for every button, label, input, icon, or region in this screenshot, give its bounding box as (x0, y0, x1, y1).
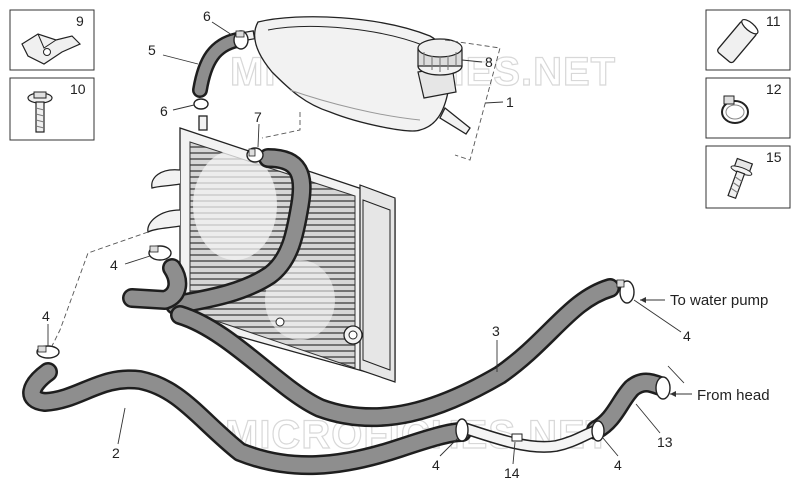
callouts: 1 2 3 4 4 4 4 4 5 6 6 7 8 (42, 8, 770, 481)
hose-clamps (36, 30, 671, 442)
callout-3: 3 (492, 323, 500, 339)
callout-6-top: 6 (203, 8, 211, 24)
part-number-9: 9 (76, 13, 84, 29)
annotation-to-water-pump: To water pump (670, 292, 768, 309)
hoses (22, 32, 670, 476)
part-box-11: 11 (705, 9, 791, 71)
callout-1: 1 (506, 94, 514, 110)
hose-sleeve-icon (717, 18, 759, 64)
part-number-15: 15 (766, 149, 782, 165)
callout-7: 7 (254, 109, 262, 125)
callout-13: 13 (657, 434, 673, 450)
callout-4-left: 4 (110, 257, 118, 273)
callout-4-pipe-left: 4 (432, 457, 440, 473)
part-box-9: 9 (9, 9, 95, 71)
annotation-from-head: From head (697, 387, 770, 404)
callout-4-pipe-right: 4 (614, 457, 622, 473)
tank-cap (417, 38, 463, 76)
bolt-icon (27, 91, 53, 133)
part-number-12: 12 (766, 81, 782, 97)
part-number-10: 10 (70, 81, 86, 97)
screw-icon (727, 157, 754, 200)
part-box-12: 12 (705, 77, 791, 139)
callout-4-water-pump: 4 (683, 328, 691, 344)
callout-14: 14 (504, 465, 520, 481)
callout-8: 8 (485, 54, 493, 70)
callout-2: 2 (112, 445, 120, 461)
clip-nut-icon (21, 33, 82, 65)
dashed-guides (51, 39, 501, 347)
part-box-15: 15 (705, 145, 791, 209)
callout-5: 5 (148, 42, 156, 58)
part-number-11: 11 (766, 13, 781, 29)
callout-4-lower-left: 4 (42, 308, 50, 324)
callout-6-lower: 6 (160, 103, 168, 119)
part-box-10: 10 (9, 77, 95, 141)
hose-clamp-icon (721, 95, 749, 124)
metal-pipe (458, 422, 604, 453)
